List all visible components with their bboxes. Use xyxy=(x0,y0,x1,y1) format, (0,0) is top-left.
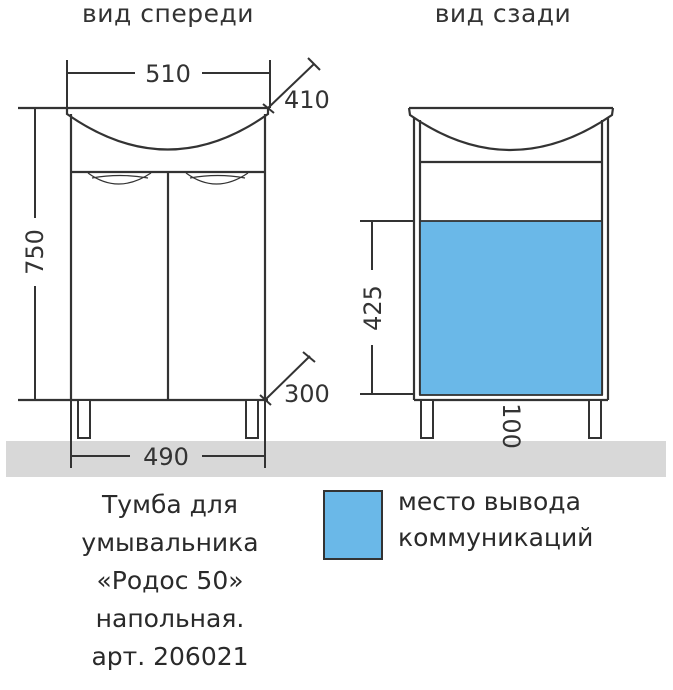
back-view-title: вид сзади xyxy=(435,0,572,28)
legend-swatch xyxy=(323,490,383,560)
caption-line: арт. 206021 xyxy=(91,642,249,671)
caption-line: напольная. xyxy=(95,604,245,633)
door-handles xyxy=(87,172,249,185)
product-caption: Тумба для умывальника «Родос 50» напольн… xyxy=(40,486,300,676)
dim-depth-bottom-label: 300 xyxy=(284,380,330,408)
dim-width-bottom xyxy=(70,400,266,468)
caption-line: «Родос 50» xyxy=(96,566,244,595)
dim-width-top-label: 510 xyxy=(145,60,191,88)
communication-zone xyxy=(419,220,603,396)
dim-width-top xyxy=(66,60,271,108)
dim-depth-top-label: 410 xyxy=(284,86,330,114)
back-legs xyxy=(420,399,602,439)
dim-leg-height-label: 100 xyxy=(497,403,525,449)
dim-comm-zone-height-label: 425 xyxy=(359,285,387,331)
front-view-title: вид спереди xyxy=(82,0,254,28)
floor-band xyxy=(6,441,666,477)
legend-line: коммуникаций xyxy=(398,523,594,552)
caption-line: Тумба для xyxy=(102,490,238,519)
dim-width-bottom-label: 490 xyxy=(143,443,189,471)
dim-depth-top xyxy=(262,57,321,114)
dim-comm-zone-height xyxy=(360,220,414,395)
right-door-handle-icon xyxy=(185,172,249,185)
left-door-handle-icon xyxy=(87,172,152,185)
caption-line: умывальника xyxy=(81,528,259,557)
front-legs xyxy=(77,399,259,439)
legend-label: место вывода коммуникаций xyxy=(398,484,673,556)
dim-height-total-label: 750 xyxy=(21,229,49,275)
front-view-cabinet xyxy=(18,106,270,402)
legend-line: место вывода xyxy=(398,487,581,516)
